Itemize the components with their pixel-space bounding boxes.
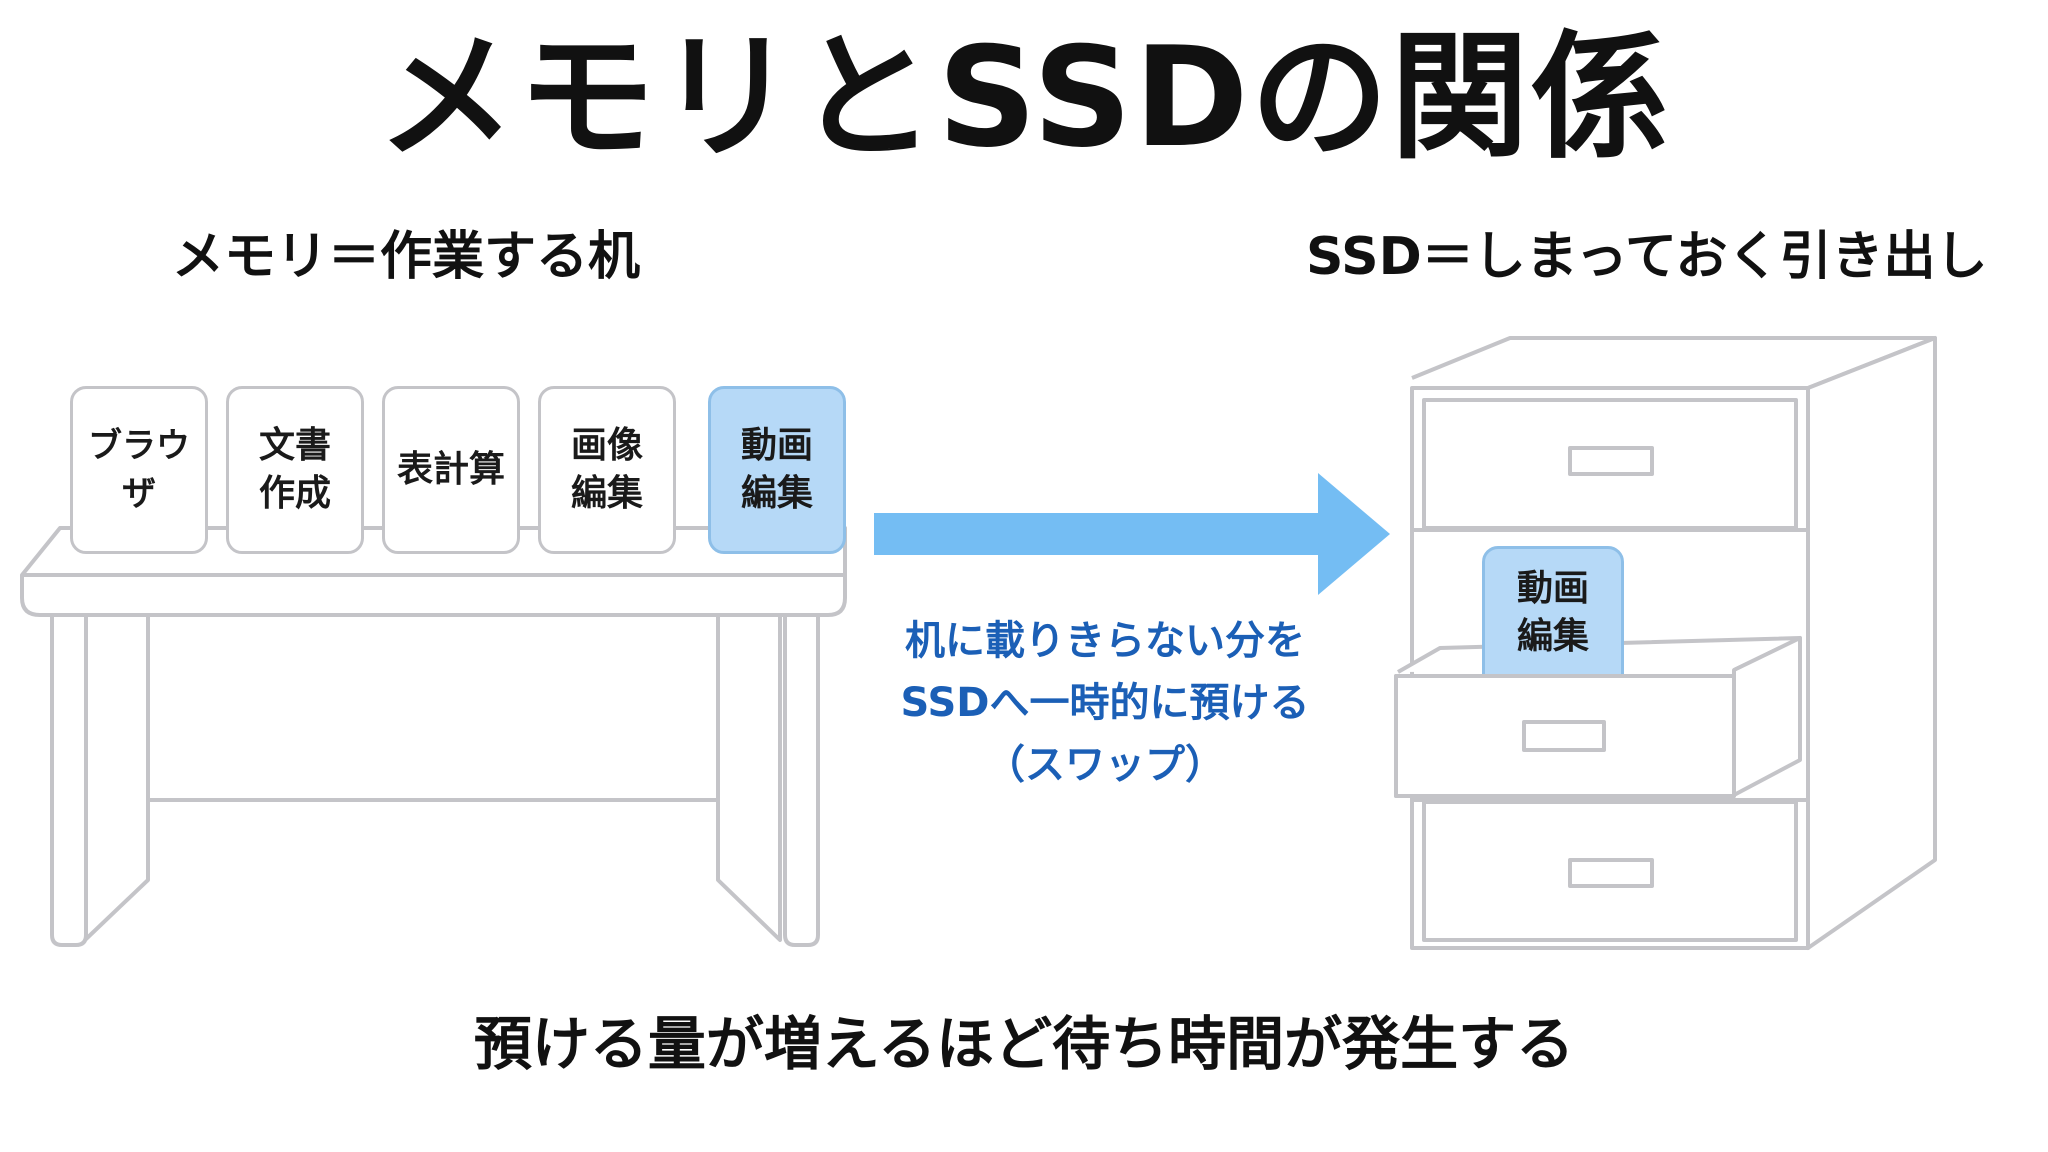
drawer-card-video-edit: 動画 編集: [1482, 546, 1624, 680]
desk-leg-back-right: [716, 598, 782, 942]
swap-arrow-head: [1318, 473, 1390, 595]
app-card-label: 文書 作成: [258, 425, 331, 514]
footer-note: 預ける量が増えるほど待ち時間が発生する: [473, 1010, 1575, 1078]
swap-caption: 机に載りきらない分を SSDへ一時的に預ける （スワップ）: [860, 610, 1350, 796]
swap-arrow: [874, 473, 1390, 595]
app-card-label: 動画 編集: [740, 425, 813, 514]
page-title: メモリとSSDの関係: [377, 17, 1671, 178]
swap-caption-line-1: 机に載りきらない分を: [905, 618, 1305, 664]
drawer-bottom-handle: [1568, 858, 1654, 888]
desk-leg-front-right: [783, 613, 820, 947]
app-card-image-edit: 画像 編集: [538, 386, 676, 554]
app-card-label: 表計算: [396, 449, 505, 490]
memory-heading: メモリ＝作業する机: [172, 227, 641, 287]
filing-cabinet: [1397, 336, 1937, 950]
ssd-heading: SSD＝しまっておく引き出し: [1306, 227, 1988, 287]
app-card-video-edit: 動画 編集: [708, 386, 846, 554]
desk-leg-back-left: [83, 598, 150, 942]
desk: [20, 526, 847, 947]
drawer-top-handle: [1568, 446, 1654, 476]
drawer-card-label: 動画 編集: [1516, 568, 1589, 657]
open-drawer-front-overlay: [1394, 674, 1736, 798]
app-card-spreadsheet: 表計算: [382, 386, 520, 554]
app-card-document: 文書 作成: [226, 386, 364, 554]
app-card-browser: ブラウザ: [70, 386, 208, 554]
swap-caption-line-2: SSDへ一時的に預ける: [900, 680, 1310, 726]
app-card-label: ブラウザ: [88, 426, 190, 514]
cabinet-side: [1806, 336, 1937, 950]
open-drawer-handle: [1522, 720, 1606, 752]
swap-arrow-shaft: [874, 513, 1324, 555]
desk-leg-front-left: [50, 613, 88, 947]
swap-caption-line-3: （スワップ）: [985, 742, 1225, 788]
app-card-label: 画像 編集: [570, 425, 643, 514]
